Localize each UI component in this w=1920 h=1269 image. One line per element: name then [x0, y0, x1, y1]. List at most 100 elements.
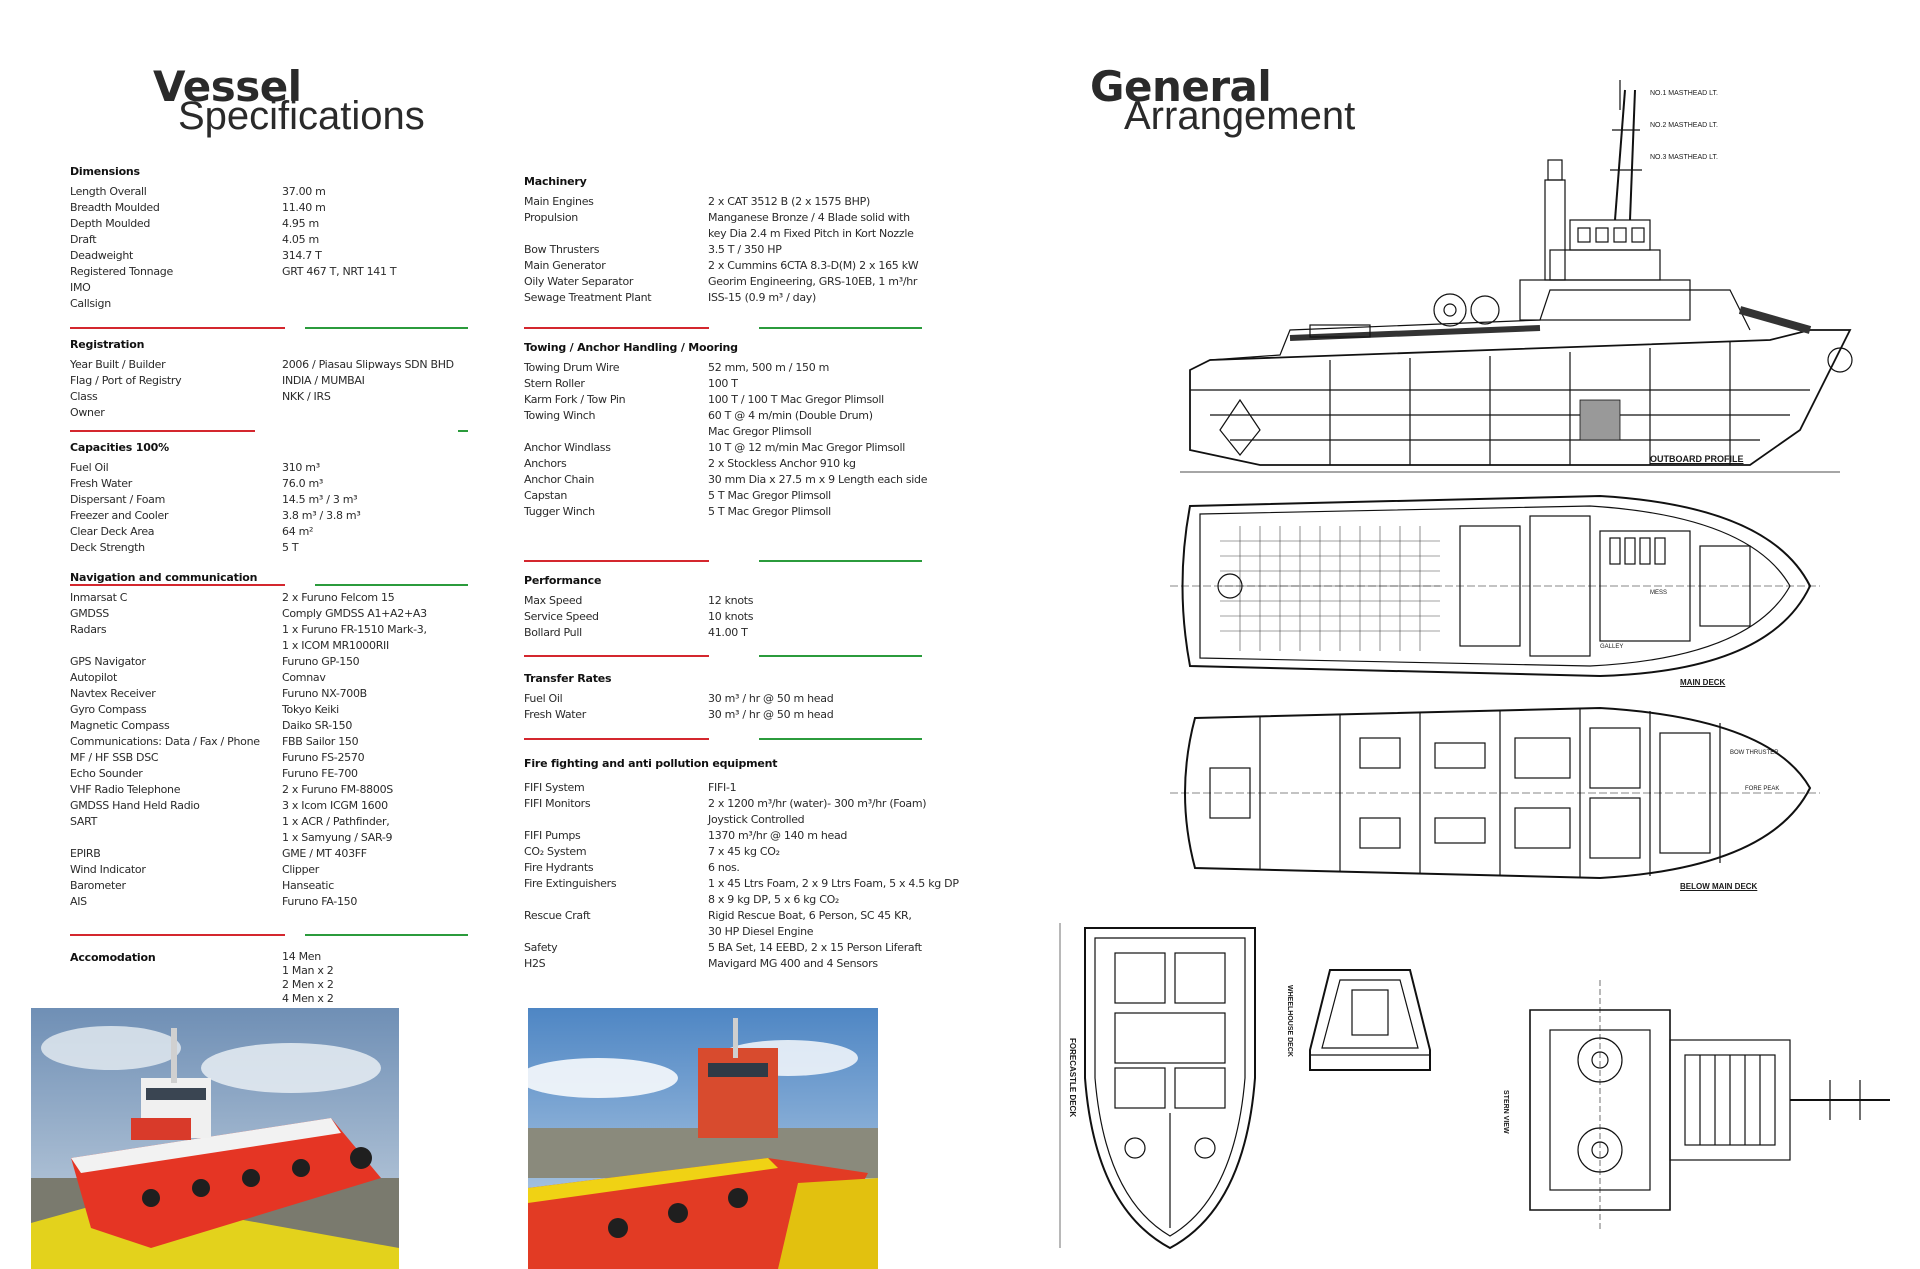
spec-label: Dispersant / Foam: [70, 493, 166, 506]
main-deck-drawing: MESS GALLEY MAIN DECK: [1170, 486, 1820, 692]
spec-value: 4.05 m: [282, 233, 319, 246]
spec-value: Rigid Rescue Boat, 6 Person, SC 45 KR,30…: [708, 908, 964, 940]
spec-label: Fresh Water: [70, 477, 132, 490]
below-main-deck-drawing: FORE PEAK BOW THRUSTER BELOW MAIN DECK: [1170, 698, 1820, 898]
spec-label: Main Engines: [524, 195, 594, 208]
spec-label: GPS Navigator: [70, 655, 146, 668]
spec-label: Tugger Winch: [524, 505, 595, 518]
divider-performance: [524, 655, 922, 657]
spec-label: Towing Winch: [524, 409, 596, 422]
spec-label: Radars: [70, 623, 107, 636]
navigation-heading: Navigation and communication: [70, 571, 258, 584]
spec-label: Max Speed: [524, 594, 583, 607]
spec-value: 2 x Furuno FM-8800S: [282, 782, 470, 798]
main-deck-label: MAIN DECK: [1680, 678, 1726, 687]
spec-value-line: 2 x CAT 3512 B (2 x 1575 BHP): [708, 195, 870, 208]
spec-value-line: 8 x 9 kg DP, 5 x 6 kg CO₂: [708, 893, 840, 906]
spec-value-line: FBB Sailor 150: [282, 735, 359, 748]
masthead-2-label: NO.2 MASTHEAD LT.: [1650, 122, 1718, 129]
spec-label: EPIRB: [70, 847, 101, 860]
towing-heading: Towing / Anchor Handling / Mooring: [524, 341, 738, 354]
spec-label: Class: [70, 390, 98, 403]
spec-value: 1 x 45 Ltrs Foam, 2 x 9 Ltrs Foam, 5 x 4…: [708, 876, 964, 908]
spec-value: 2 x Furuno Felcom 15: [282, 590, 470, 606]
spec-value-line: 1 x 45 Ltrs Foam, 2 x 9 Ltrs Foam, 5 x 4…: [708, 877, 959, 890]
spec-value-line: Daiko SR-150: [282, 719, 353, 732]
spec-label: Clear Deck Area: [70, 525, 155, 538]
spec-value: 4.95 m: [282, 217, 319, 230]
spec-value-line: 3 x Icom ICGM 1600: [282, 799, 388, 812]
capacities-heading: Capacities 100%: [70, 441, 169, 454]
spec-label: CO₂ System: [524, 845, 587, 858]
spec-value-line: Tokyo Keiki: [282, 703, 339, 716]
spec-value: Furuno NX-700B: [282, 686, 470, 702]
spec-value-line: 30 HP Diesel Engine: [708, 925, 814, 938]
spec-value-line: 2 x Furuno Felcom 15: [282, 591, 395, 604]
divider-towing: [524, 560, 922, 562]
spec-value: 5 T Mac Gregor Plimsoll: [708, 488, 964, 504]
spec-value: 76.0 m³: [282, 477, 324, 490]
spec-value: 5 BA Set, 14 EEBD, 2 x 15 Person Liferaf…: [708, 940, 964, 956]
spec-value: 1370 m³/hr @ 140 m head: [708, 828, 964, 844]
spec-value: 314.7 T: [282, 249, 322, 262]
spec-label: Communications: Data / Fax / Phone: [70, 735, 260, 748]
spec-value: 30 m³ / hr @ 50 m head: [708, 691, 964, 707]
spec-value: 2 x 1200 m³/hr (water)- 300 m³/hr (Foam)…: [708, 796, 964, 828]
outboard-profile-drawing: OUTBOARD PROFILE NO.1 MASTHEAD LT. NO.2 …: [1150, 70, 1870, 480]
spec-label: Owner: [70, 406, 105, 419]
spec-value: 41.00 T: [708, 625, 964, 641]
forecastle-label: FORECASTLE DECK: [1068, 1038, 1077, 1118]
bow-thruster-label: BOW THRUSTER: [1730, 750, 1779, 756]
spec-label: Anchor Windlass: [524, 441, 611, 454]
spec-label: Gyro Compass: [70, 703, 147, 716]
spec-label: Towing Drum Wire: [524, 361, 620, 374]
spec-label: Length Overall: [70, 185, 147, 198]
spec-value-line: Mac Gregor Plimsoll: [708, 425, 812, 438]
spec-value-line: ISS-15 (0.9 m³ / day): [708, 291, 817, 304]
spec-value-line: 100 T / 100 T Mac Gregor Plimsoll: [708, 393, 884, 406]
fifi-heading: Fire fighting and anti pollution equipme…: [524, 757, 778, 770]
spec-label: SART: [70, 815, 98, 828]
spec-label: AIS: [70, 895, 87, 908]
spec-value: GRT 467 T, NRT 141 T: [282, 265, 397, 278]
spec-row: Callsign: [70, 296, 470, 312]
spec-value: 52 mm, 500 m / 150 m: [708, 360, 964, 376]
spec-label: Fresh Water: [524, 708, 586, 721]
spec-value: 10 knots: [708, 609, 964, 625]
spec-label: Safety: [524, 941, 558, 954]
dimensions-heading: Dimensions: [70, 165, 140, 178]
spec-value: 3.8 m³ / 3.8 m³: [282, 509, 361, 522]
